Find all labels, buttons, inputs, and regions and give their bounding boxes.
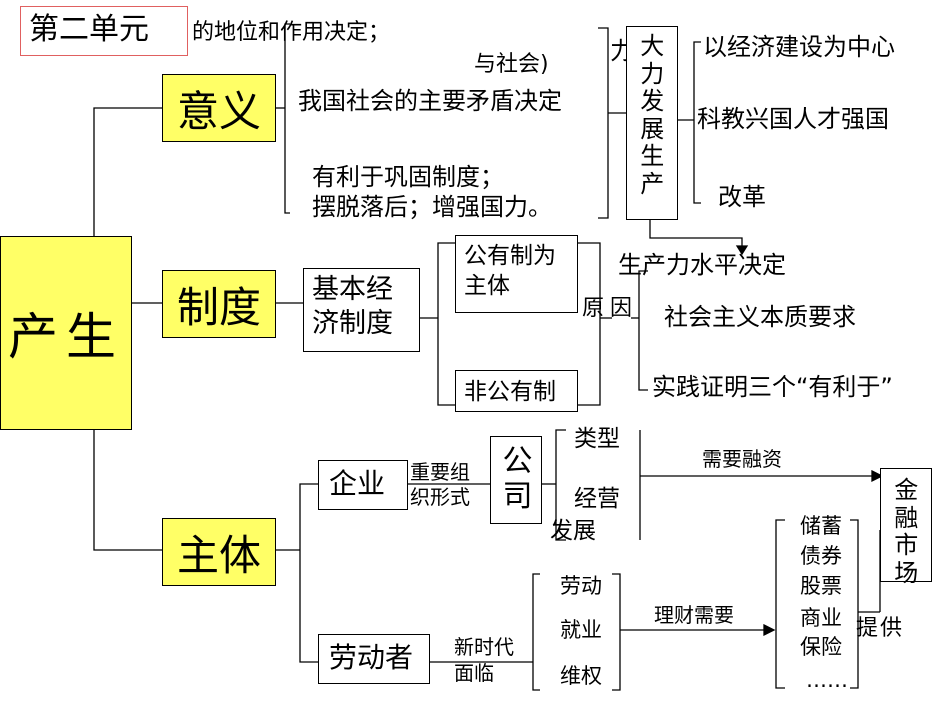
worker-box: 劳动者 (318, 634, 430, 684)
reason-item-3: 实践证明三个“有利于” (652, 373, 893, 401)
meaning-line-5: 摆脱落后；增强国力。 (312, 193, 552, 221)
root-label: 产生 (8, 308, 124, 366)
root-node: 产生 (0, 236, 132, 430)
public-ownership-box: 公有制为主体 (455, 235, 578, 313)
reason-label: 原因 (582, 296, 639, 321)
nonpublic-ownership-label: 非公有制 (464, 379, 556, 405)
develop-item-3: 改革 (718, 183, 766, 211)
finance-market-box: 金融市场 (880, 468, 932, 587)
branch-meaning: 意义 (162, 74, 276, 142)
basic-economic-system-box: 基本经济制度 (303, 268, 420, 352)
labor-item-1: 劳动 (560, 574, 602, 598)
financing-need-label: 需要融资 (702, 447, 782, 471)
labor-item-2: 就业 (560, 618, 602, 642)
product-1: 储蓄 (800, 514, 842, 538)
provide-label: 提供 (856, 616, 905, 641)
branch-subject: 主体 (162, 518, 276, 586)
branch-system: 制度 (162, 270, 276, 338)
worker-label: 劳动者 (329, 641, 414, 674)
product-3: 股票 (800, 574, 842, 598)
meaning-line-1: 的地位和作用决定； (192, 20, 391, 45)
product-5: …… (806, 668, 848, 692)
public-ownership-label: 公有制为主体 (464, 243, 556, 299)
company-develop: 发展 (550, 518, 596, 544)
company-box: 公司 (490, 436, 542, 524)
develop-production-box: 大力发展生产 (626, 26, 678, 220)
meaning-line-2: 与社会) (474, 52, 549, 77)
company-operate: 经营 (574, 486, 620, 512)
enterprise-label: 企业 (329, 467, 386, 500)
nonpublic-ownership-box: 非公有制 (455, 370, 578, 412)
enterprise-box: 企业 (318, 460, 408, 510)
meaning-line-4: 有利于巩固制度； (312, 163, 504, 191)
basic-economic-system-label: 基本经济制度 (312, 274, 393, 339)
branch-system-label: 制度 (176, 282, 261, 332)
company-type: 类型 (574, 426, 620, 452)
reason-item-1: 生产力水平决定 (618, 251, 786, 279)
unit-title: 第二单元 (29, 12, 149, 47)
branch-meaning-label: 意义 (176, 86, 261, 136)
finance-market-label: 金融市场 (894, 476, 919, 587)
develop-item-2: 科教兴国人才强国 (697, 105, 889, 133)
branch-subject-label: 主体 (176, 530, 261, 580)
develop-production-label: 大力发展生产 (640, 32, 665, 198)
company-label: 公司 (502, 444, 533, 514)
finance-need-label: 理财需要 (654, 603, 734, 627)
new-era-label: 新时代面临 (454, 635, 514, 685)
title-box: 第二单元 (20, 6, 188, 56)
meaning-line-3: 我国社会的主要矛盾决定 (298, 87, 562, 115)
product-2: 债券 (800, 544, 842, 568)
reason-item-2: 社会主义本质要求 (664, 303, 856, 331)
develop-item-1: 以经济建设为中心 (703, 33, 895, 61)
org-form-label: 重要组织形式 (410, 460, 470, 509)
labor-item-3: 维权 (560, 664, 602, 688)
product-4: 商业保险 (800, 606, 842, 660)
